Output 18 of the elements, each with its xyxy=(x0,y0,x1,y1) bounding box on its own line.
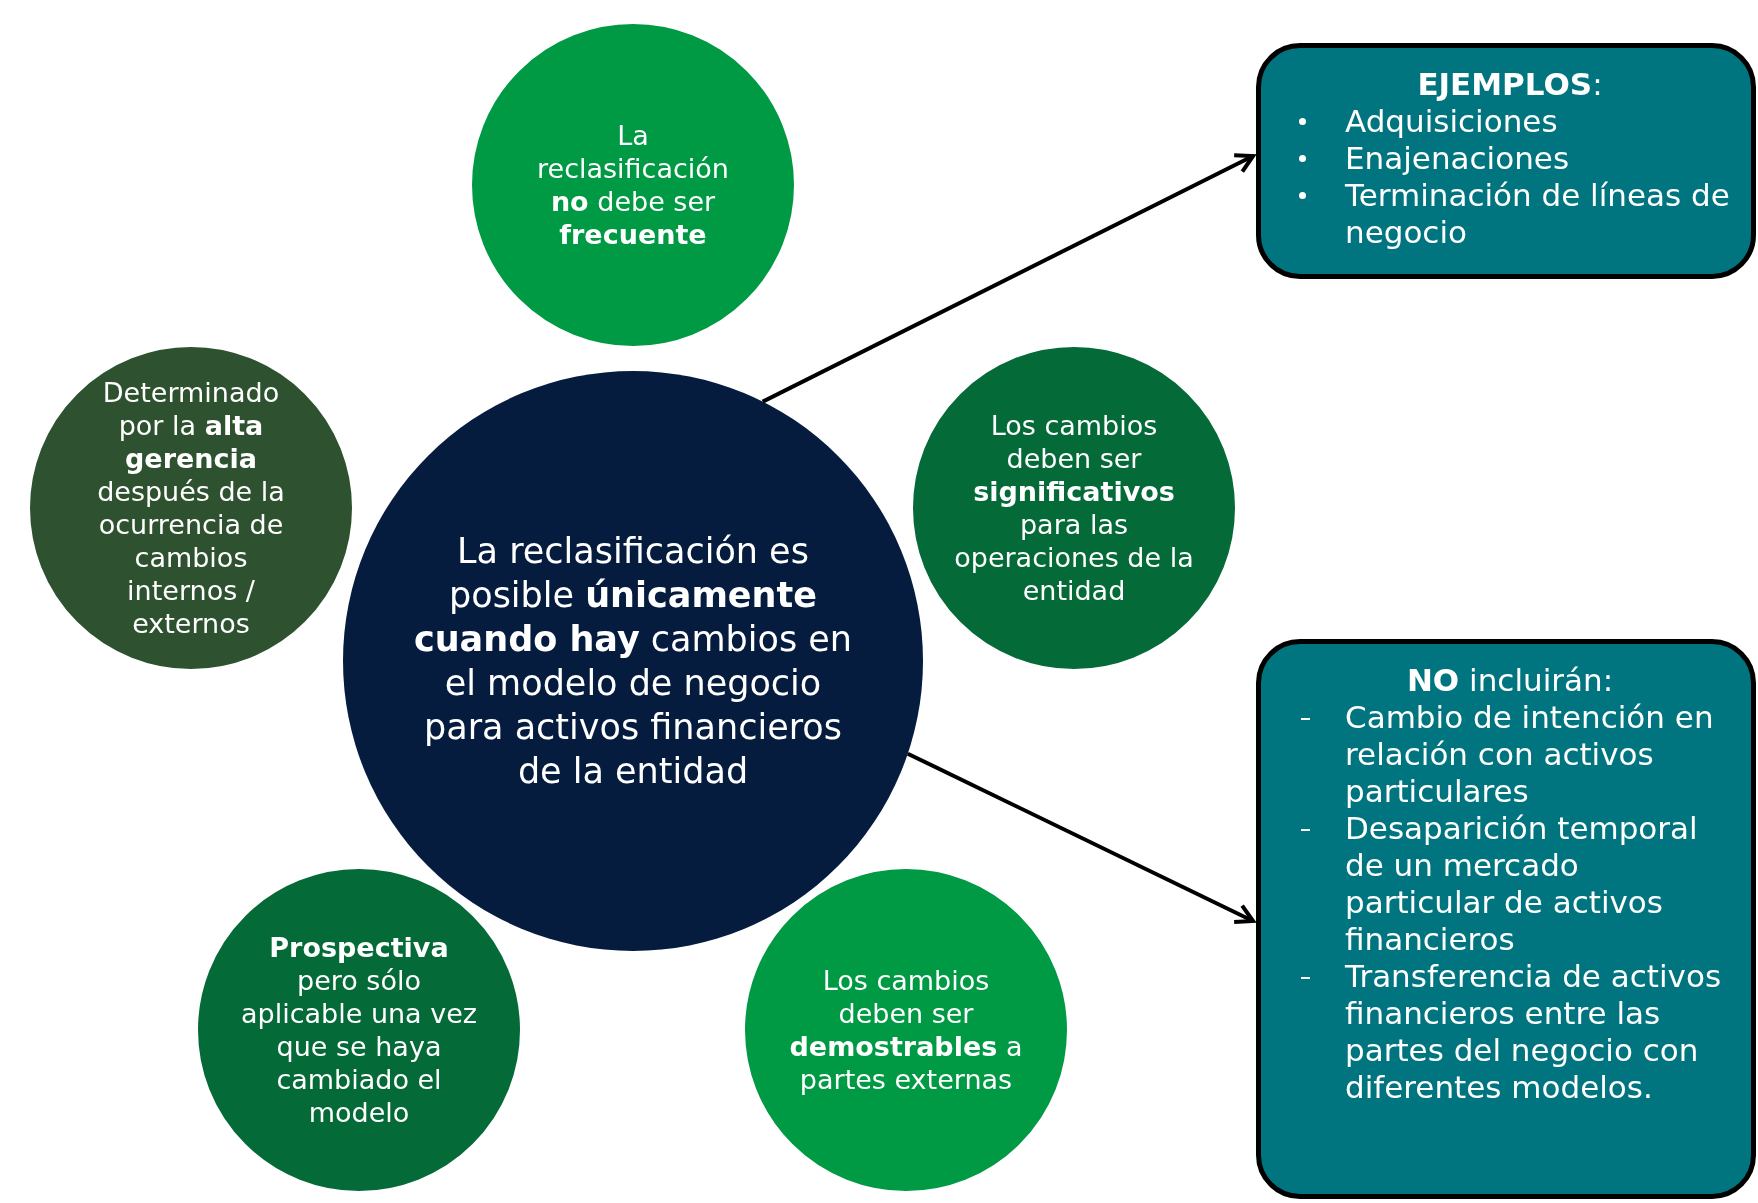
list-item: Enajenaciones xyxy=(1345,140,1570,176)
arrow xyxy=(906,751,1255,925)
list-item: Transferencia de activos financieros entre las partes del negocio con diferentes modelos. xyxy=(1345,958,1722,1105)
circle-text: La reclasificación no debe ser frecuente xyxy=(536,119,730,251)
box-heading: NO incluirán: xyxy=(1405,662,1615,699)
rounded-box xyxy=(1256,43,1756,279)
list-item: Terminación de líneas de negocio xyxy=(1345,177,1730,250)
box-heading: EJEMPLOS: xyxy=(1416,66,1604,103)
circle-text: Los cambios deben ser demostrables a partes externas xyxy=(788,964,1024,1096)
list-item: Adquisiciones xyxy=(1345,103,1558,139)
rounded-box xyxy=(1256,639,1756,1199)
circle-text: Los cambios deben ser significativos para las operaciones de la entidad xyxy=(953,409,1195,607)
list-item: Cambio de intención en relación con activos particulares xyxy=(1345,699,1714,809)
circle-text: Prospectiva pero sólo aplicable una vez que se haya cambiado el modelo xyxy=(240,931,478,1129)
circle-text: La reclasificación es posible únicamente cuando hay cambios en el modelo de negocio para activos financieros de la entidad xyxy=(413,530,853,793)
circle-text: Determinado por la alta gerencia después de la ocurrencia de cambios internos / externos xyxy=(96,376,286,640)
list-item: Desaparición temporal de un mercado particular de activos financieros xyxy=(1345,810,1698,957)
arrow xyxy=(761,153,1255,404)
